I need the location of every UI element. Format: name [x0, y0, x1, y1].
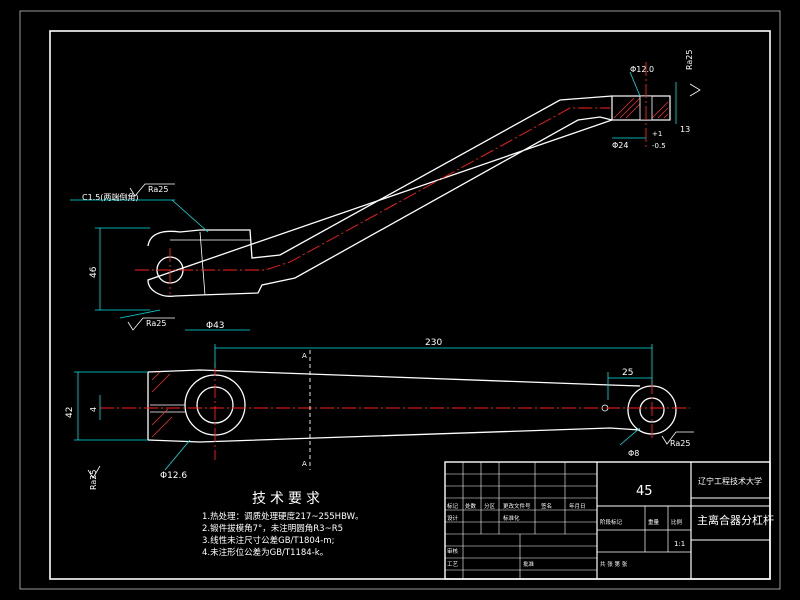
dim-25: 25: [622, 368, 633, 378]
outer-border: [19, 10, 781, 590]
roughness-label-4: Ra25: [89, 470, 98, 490]
tb-zone: 分区: [484, 502, 496, 510]
roughness-mark-1: [129, 183, 175, 197]
tb-university: 辽宁工程技术大学: [698, 476, 762, 486]
top-centerlines: [135, 62, 647, 294]
dim-230: 230: [425, 338, 442, 348]
tb-process: 工艺: [447, 561, 459, 568]
dim-phi12-6-leader: [164, 439, 191, 471]
dim-phi8-leader: [619, 427, 641, 446]
drawing-frame: [19, 10, 781, 590]
front-dimension-lines: [74, 344, 653, 471]
chamfer-note: C1.5(两端倒角): [82, 192, 139, 202]
lever-front-lower: [147, 427, 641, 443]
hub-hatching: [613, 97, 669, 119]
roughness-marks-top: [127, 83, 701, 331]
tb-scale-label: 比例: [671, 518, 683, 526]
front-hatching: [151, 371, 173, 438]
dim-phi12-top: Φ12.0: [630, 65, 654, 74]
roughness-mark-4: [87, 465, 101, 479]
title-block: 标记 处数 分区 更改文件号 签名 年月日 设计 标准化 审核 工艺 批准 阶段…: [444, 461, 774, 580]
lever-centerline: [135, 107, 610, 271]
tb-count: 处数: [465, 502, 477, 510]
front-centerlines: [100, 350, 690, 470]
roughness-mark-3: [689, 83, 701, 97]
inner-border: [49, 30, 771, 580]
lever-upper-edge: [147, 95, 613, 259]
tb-design: 设计: [447, 514, 459, 522]
section-label-bottom: A: [302, 460, 307, 468]
roughness-label-3: Ra25: [685, 50, 694, 70]
technical-notes: 技术要求 1.热处理：调质处理硬度217~255HBW。 2.锻件拔模角7°，未…: [202, 491, 364, 558]
roughness-label-2: Ra25: [146, 319, 166, 328]
tb-date: 年月日: [569, 502, 586, 510]
title-block-grid: [444, 461, 771, 580]
ra-leader: [119, 309, 161, 319]
note-item-2: 2.锻件拔模角7°，未注明圆角R3~R5: [202, 523, 343, 534]
tol-minus: -0.5: [652, 142, 666, 150]
tb-std: 标准化: [503, 514, 520, 522]
tb-part-name: 主离合器分杠杆: [697, 513, 774, 527]
title-block-labels: 标记 处数 分区 更改文件号 签名 年月日 设计 标准化 审核 工艺 批准 阶段…: [447, 502, 683, 568]
roughness-label-5: Ra25: [670, 439, 690, 448]
roughness-mark-5: [661, 431, 694, 445]
note-item-4: 4.未注形位公差为GB/T1184-k。: [202, 547, 328, 558]
note-item-1: 1.热处理：调质处理硬度217~255HBW。: [202, 511, 364, 522]
dim-phi8: Φ8: [628, 449, 639, 458]
chamfer-leader: [171, 199, 209, 233]
dim-13: 13: [680, 125, 690, 134]
boss-side-line: [199, 231, 206, 296]
note-item-3: 3.线性未注尺寸公差GB/T1804-m;: [202, 535, 334, 546]
tb-mark: 标记: [447, 502, 459, 510]
section-label-top: A: [302, 352, 307, 360]
lever-front-upper: [147, 369, 641, 387]
tb-sheets: 共 张 第 张: [600, 560, 628, 568]
tb-stage: 阶段标记: [600, 518, 623, 526]
dim-42: 42: [65, 407, 75, 418]
tol-plus: +1: [652, 130, 662, 138]
lever-outline-top: [147, 95, 615, 297]
top-dimension-lines: [70, 71, 677, 331]
tb-review: 审核: [447, 547, 459, 555]
dim-phi43: Φ43: [206, 321, 225, 331]
roughness-label-1: Ra25: [148, 185, 168, 194]
dim-phi12-6: Φ12.6: [160, 471, 187, 481]
tb-sign: 签名: [541, 502, 552, 510]
dim-46: 46: [89, 266, 99, 278]
roughness-mark-2: [127, 317, 175, 331]
tb-weight: 重量: [648, 518, 660, 526]
front-dimension-texts: 230 25 42 4 Φ12.6 Φ8 Ra25 Ra25 A A: [65, 338, 690, 490]
dim-phi24: Φ24: [612, 141, 628, 150]
notes-title: 技术要求: [252, 491, 324, 507]
tb-material: 45: [636, 484, 653, 499]
top-dimension-texts: C1.5(两端倒角) Ra25 Ra25 Φ43 46 Φ12.0 13 Φ24…: [82, 50, 694, 331]
dim-phi12-leader: [629, 71, 641, 97]
front-view: 230 25 42 4 Φ12.6 Φ8 Ra25 Ra25 A A: [65, 338, 694, 490]
dim-4: 4: [89, 407, 98, 412]
tb-scale: 1:1: [674, 540, 685, 548]
tb-docno: 更改文件号: [503, 502, 531, 510]
roughness-marks-front: [87, 431, 694, 479]
lever-lower-edge: [147, 116, 615, 297]
title-block-values: 45 辽宁工程技术大学 主离合器分杠杆 1:1: [636, 476, 774, 548]
tb-approve: 批准: [523, 560, 535, 568]
top-view: C1.5(两端倒角) Ra25 Ra25 Φ43 46 Φ12.0 13 Φ24…: [70, 50, 701, 331]
